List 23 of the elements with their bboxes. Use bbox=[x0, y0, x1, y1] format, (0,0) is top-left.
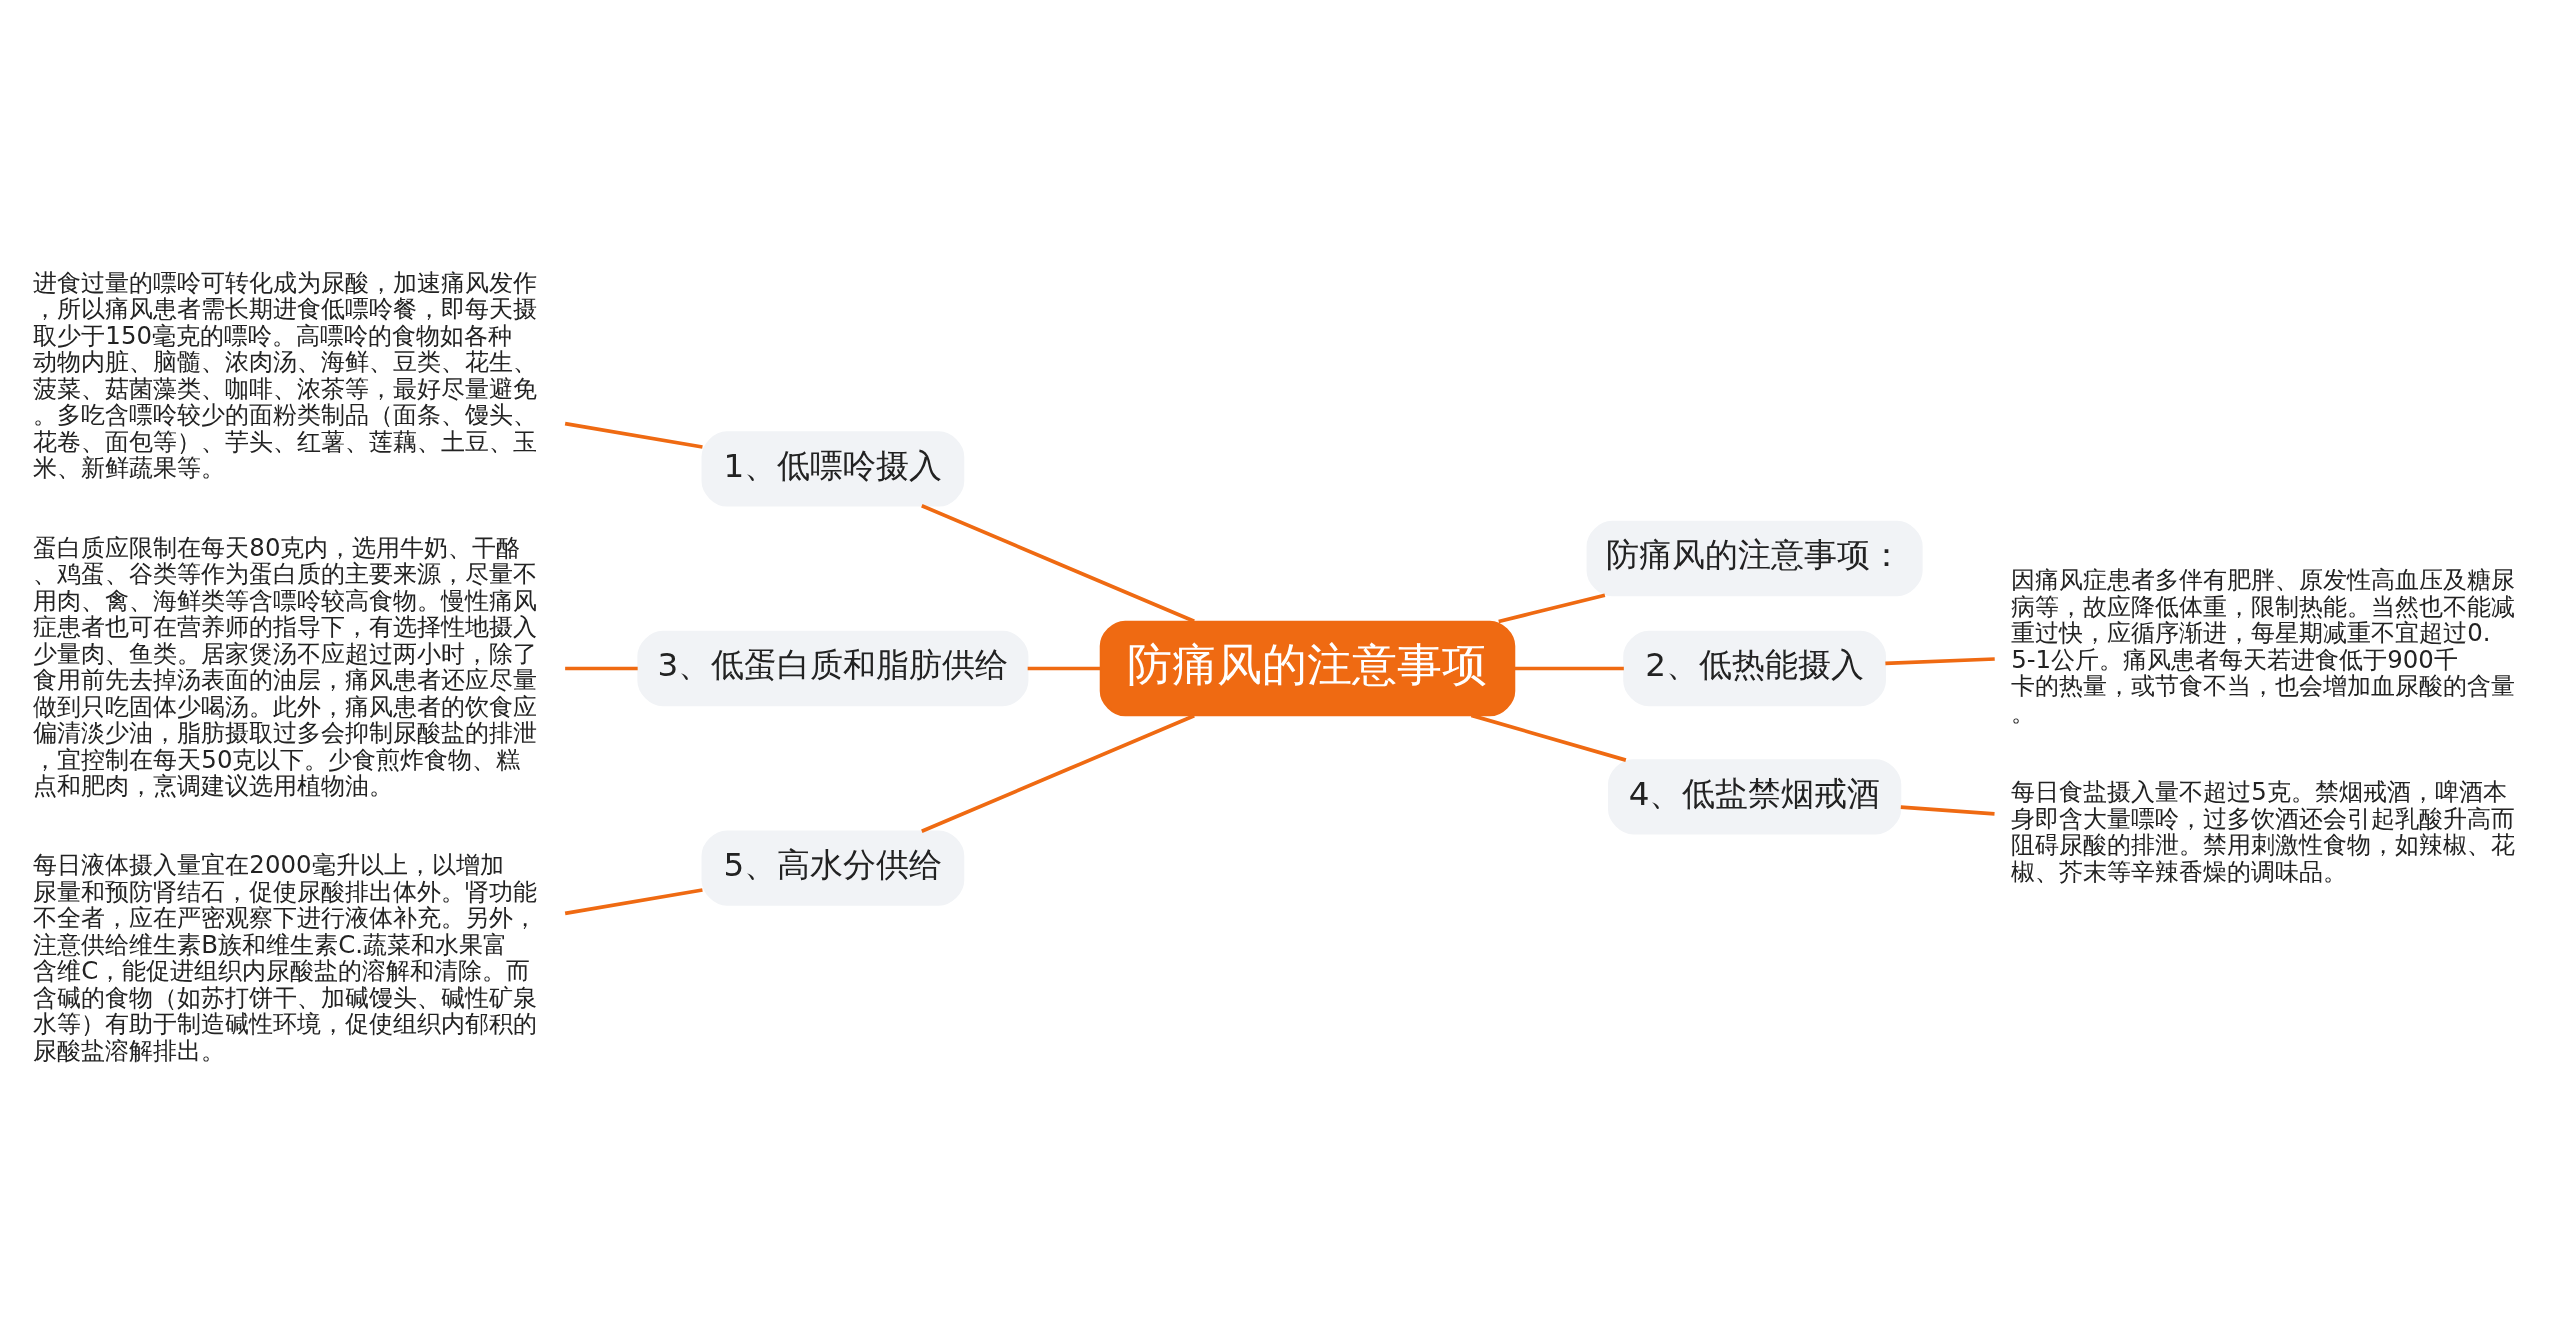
connector bbox=[1514, 666, 1624, 670]
connector bbox=[1885, 656, 1995, 665]
connector bbox=[1027, 666, 1100, 670]
connector bbox=[1900, 804, 1995, 816]
node-box: 1、低嘌呤摄入 bbox=[701, 430, 965, 507]
node-box: 3、低蛋白质和脂肪供给 bbox=[637, 630, 1029, 706]
node-text: 进食过量的嘌呤可转化成为尿酸，加速痛风发作，所以痛风患者需长期进食低嘌呤餐，即每天摄取少于150毫克的嘌呤。高嘌呤的食物如各种动物内脏、脑髓、浓肉汤、海鲜、豆类、花生、菠菜、菇菌藻类、咖啡、浓茶等，最好尽量避免。多吃含嘌呤较少的面粉类制品（面条、馒头、花卷、面包等）、芋头、红薯、莲藕、土豆、玉米、新鲜蔬果等。 bbox=[33, 267, 538, 482]
node-box: 5、高水分供给 bbox=[701, 829, 965, 906]
node-text: 每日液体摄入量宜在2000毫升以上，以增加尿量和预防肾结石，促使尿酸排出体外。肾功能不全者，应在严密观察下进行液体补充。另外，注意供给维生素B族和维生素C.蔬菜和水果富含维C，能促进组织内尿酸盐的溶解和清除。而含碱的食物（如苏打饼干、加碱馒头、碱性矿泉水等）有助于制造碱性环境，促使组织内郁积的尿酸盐溶解排出。 bbox=[33, 849, 538, 1065]
connector bbox=[564, 887, 703, 915]
node-text: 每日食盐摄入量不超过5克。禁烟戒酒，啤酒本身即含大量嘌呤，过多饮酒还会引起乳酸升高而阻碍尿酸的排泄。禁用刺激性食物，如辣椒、花椒、芥末等辛辣香燥的调味品。 bbox=[2011, 776, 2516, 886]
connector bbox=[1470, 713, 1627, 762]
connector bbox=[921, 503, 1195, 623]
node-box: 防痛风的注意事项 bbox=[1099, 620, 1516, 716]
connector bbox=[921, 713, 1195, 833]
node-box: 2、低热能摄入 bbox=[1623, 630, 1886, 706]
node-text: 因痛风症患者多伴有肥胖、原发性高血压及糖尿病等，故应降低体重，限制热能。当然也不能减重过快，应循序渐进，每星期减重不宜超过0.5-1公斤。痛风患者每天若进食低于900千卡的热量，或节食不当，也会增加血尿酸的含量。 bbox=[2011, 564, 2516, 727]
connector bbox=[565, 666, 638, 670]
node-box: 防痛风的注意事项： bbox=[1586, 520, 1923, 596]
connector bbox=[564, 421, 703, 449]
node-box: 4、低盐禁烟戒酒 bbox=[1607, 758, 1902, 834]
connector bbox=[1498, 592, 1606, 623]
node-text: 蛋白质应限制在每天80克内，选用牛奶、干酪、鸡蛋、谷类等作为蛋白质的主要来源，尽量不用肉、禽、海鲜类等含嘌呤较高食物。慢性痛风症患者也可在营养师的指导下，有选择性地摄入少量肉、鱼类。居家煲汤不应超过两小时，除了食用前先去掉汤表面的油层，痛风患者还应尽量做到只吃固体少喝汤。此外，痛风患者的饮食应偏清淡少油，脂肪摄取过多会抑制尿酸盐的排泄，宜控制在每天50克以下。少食煎炸食物、糕点和肥肉，烹调建议选用植物油。 bbox=[33, 532, 538, 800]
